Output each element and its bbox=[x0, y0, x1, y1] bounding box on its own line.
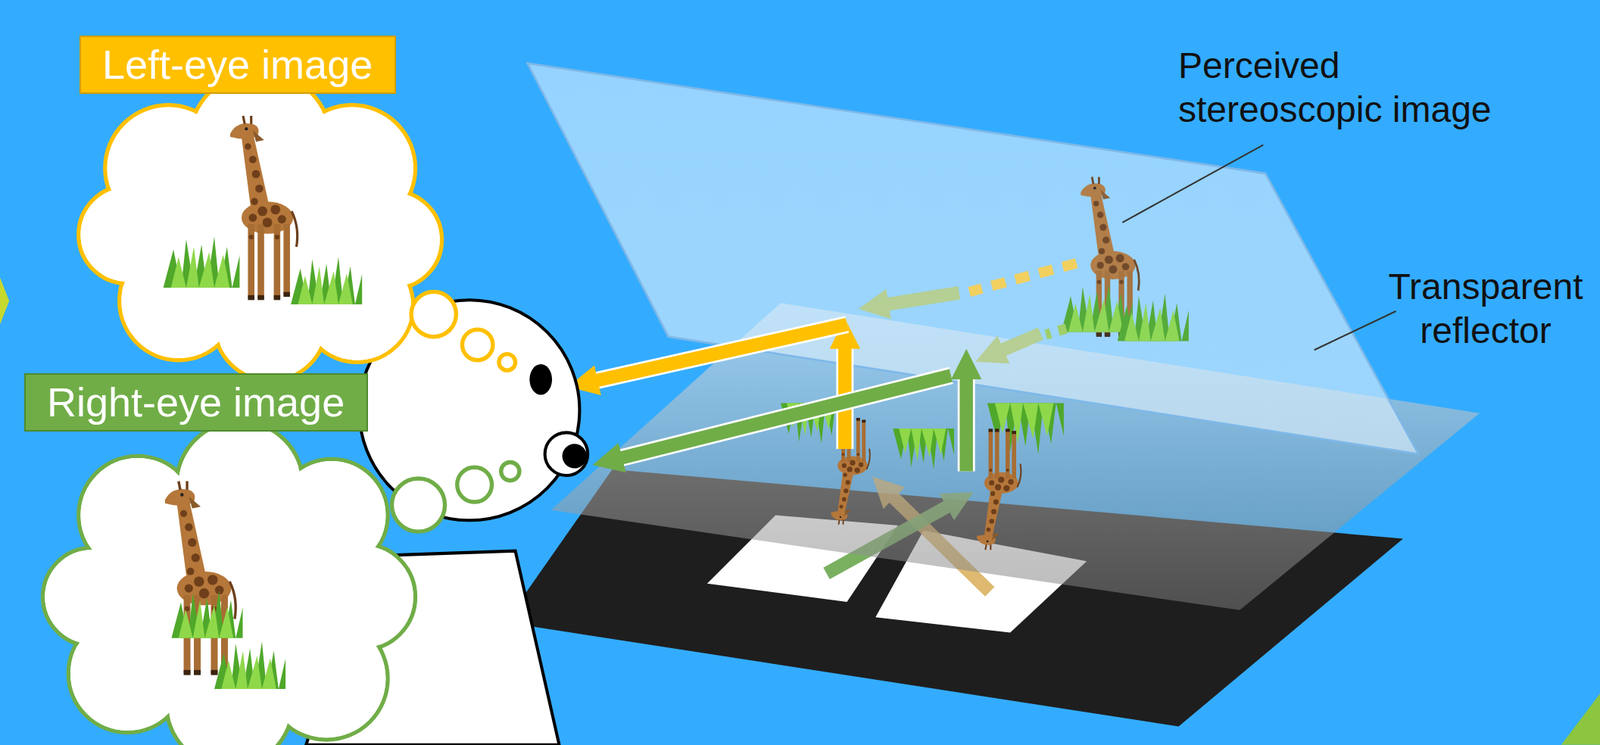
right-thought-cloud-part bbox=[44, 423, 413, 745]
right-thought-cloud bbox=[43, 421, 520, 745]
perceived-light-path-part bbox=[969, 263, 1077, 293]
label-text: Left-eye image bbox=[102, 40, 374, 88]
corner-triangle bbox=[0, 277, 10, 325]
right-thought-cloud-part-part bbox=[127, 495, 332, 700]
left-thought-cloud-part bbox=[230, 115, 298, 300]
right-thought-cloud-part bbox=[391, 461, 519, 532]
leader-line bbox=[1122, 144, 1396, 350]
viewer-character-part bbox=[529, 364, 553, 395]
perceived-light-path-part bbox=[882, 293, 960, 306]
viewer-character-part bbox=[562, 443, 587, 468]
left-thought-cloud-part bbox=[411, 291, 515, 371]
left-thought-cloud-part bbox=[78, 71, 443, 381]
viewer-character-part bbox=[545, 432, 589, 476]
perceived-light-path-part bbox=[998, 333, 1042, 353]
perceived-giraffe bbox=[1060, 177, 1189, 342]
eye-light-arrow-part bbox=[957, 373, 976, 471]
leader-line-part bbox=[1314, 311, 1397, 350]
callout-label: Transparent reflector bbox=[1376, 265, 1595, 353]
left-thought-cloud bbox=[78, 71, 516, 381]
callout-label: Perceived stereoscopic image bbox=[1178, 43, 1550, 131]
eye-image-label: Left-eye image bbox=[79, 35, 397, 94]
reflected-giraffe-part bbox=[892, 428, 955, 470]
perceived-light-path bbox=[882, 263, 1077, 353]
left-thought-cloud-part-part bbox=[80, 187, 175, 282]
left-thought-cloud-part-part bbox=[411, 291, 456, 337]
eye-image-label: Right-eye image bbox=[24, 373, 369, 432]
left-thought-cloud-part-part bbox=[499, 354, 516, 372]
left-thought-cloud-part-part bbox=[461, 329, 493, 360]
eye-light-arrow-part bbox=[592, 324, 848, 382]
perceived-light-path-part bbox=[1045, 328, 1067, 335]
right-thought-cloud-part-part bbox=[391, 478, 445, 532]
left-thought-cloud-part bbox=[290, 256, 362, 305]
left-thought-cloud-part bbox=[80, 73, 440, 379]
left-thought-cloud-part bbox=[163, 237, 241, 288]
reflected-giraffe bbox=[780, 402, 1064, 550]
right-thought-cloud-part bbox=[165, 481, 236, 676]
right-thought-cloud-part-part bbox=[501, 461, 520, 481]
eye-light-arrow-part bbox=[616, 375, 952, 460]
eye-light-arrow bbox=[592, 324, 967, 472]
right-thought-cloud-part-part bbox=[457, 467, 493, 503]
right-thought-cloud-part-part bbox=[44, 549, 139, 644]
scene bbox=[0, 63, 1600, 745]
right-thought-cloud-part bbox=[171, 590, 243, 639]
eye-light-arrow-part bbox=[592, 324, 848, 382]
right-thought-cloud-part bbox=[43, 421, 416, 745]
corner-triangle bbox=[1561, 693, 1600, 745]
eye-light-arrow-part bbox=[959, 373, 974, 471]
eye-light-arrow-part bbox=[616, 375, 952, 460]
label-text: Right-eye image bbox=[46, 378, 346, 426]
leader-line-part bbox=[1122, 144, 1264, 222]
right-thought-cloud-part bbox=[214, 641, 286, 690]
reflected-giraffe-part bbox=[976, 428, 1021, 550]
perceived-giraffe-part bbox=[1117, 293, 1189, 342]
